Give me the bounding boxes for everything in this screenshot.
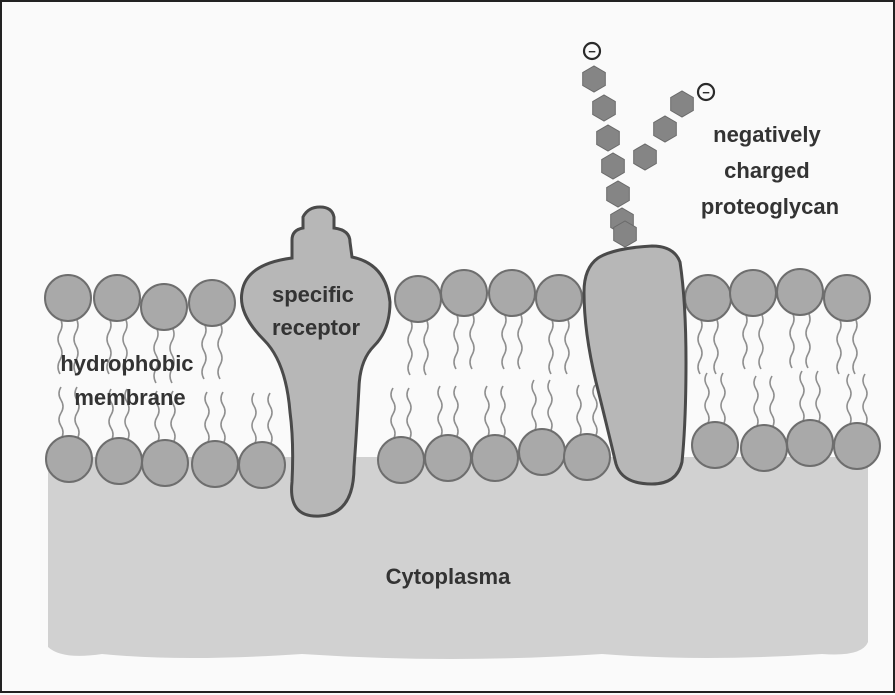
phospholipid-head [441, 270, 487, 316]
label-line: membrane [74, 385, 185, 410]
lipid-tail [391, 388, 395, 440]
phospholipid-head [425, 435, 471, 481]
lipid-tail [743, 313, 747, 369]
cytoplasma-label: Cytoplasma [386, 564, 511, 589]
proteoglycan-label: negatively charged proteoglycan [701, 122, 839, 219]
lipid-tail [754, 376, 758, 428]
phospholipid-head [378, 437, 424, 483]
label-line: charged [724, 158, 810, 183]
sugar-hexagon [607, 181, 630, 207]
lipid-tail [485, 386, 489, 438]
phospholipid-head [239, 442, 285, 488]
lipid-tail [424, 319, 428, 375]
sugar-hexagon [593, 95, 616, 121]
lipid-tail [454, 386, 458, 438]
phospholipid-head [489, 270, 535, 316]
lipid-tail [548, 380, 552, 432]
lipid-tail [790, 312, 794, 368]
sugar-hexagon [602, 153, 625, 179]
lipid-tail [202, 323, 206, 379]
lipid-tail [698, 318, 702, 374]
lipid-tail [454, 313, 458, 369]
lipid-tail [800, 371, 804, 423]
label-line: specific [272, 282, 354, 307]
lipid-tail [205, 392, 209, 444]
phospholipid-head [536, 275, 582, 321]
phospholipid-head [96, 438, 142, 484]
lipid-tail [218, 323, 222, 379]
proteoglycan-sugar-chain [583, 66, 694, 247]
phospholipid-head [395, 276, 441, 322]
phospholipid-head [192, 441, 238, 487]
phospholipid-head [777, 269, 823, 315]
sugar-hexagon [671, 91, 694, 117]
lipid-tail [806, 312, 810, 368]
phospholipid-head [45, 275, 91, 321]
phospholipid-head [824, 275, 870, 321]
hydrophobic-membrane-label: hydrophobic membrane [60, 351, 199, 410]
cytoplasm-region [48, 457, 868, 659]
phospholipid-head [472, 435, 518, 481]
lipid-tail [847, 374, 851, 426]
lipid-tail [721, 373, 725, 425]
phospholipid-head [787, 420, 833, 466]
svg-text:−: − [702, 85, 710, 100]
lipid-tail [593, 385, 597, 437]
phospholipid-head [685, 275, 731, 321]
lipid-tail [501, 386, 505, 438]
lipid-tail [221, 392, 225, 444]
lipid-tail [408, 319, 412, 375]
lipid-tail [759, 313, 763, 369]
negative-charge-icon: − [698, 84, 714, 100]
lipid-tail [565, 318, 569, 374]
lipid-tail [705, 373, 709, 425]
lipid-tail [577, 385, 581, 437]
phospholipid-head [692, 422, 738, 468]
lipid-tail [438, 386, 442, 438]
lipid-tail [770, 376, 774, 428]
lipid-tail [268, 393, 272, 445]
sugar-hexagon [654, 116, 677, 142]
lipid-tail [837, 318, 841, 374]
phospholipid-head [189, 280, 235, 326]
label-line: receptor [272, 315, 360, 340]
sugar-hexagon [634, 144, 657, 170]
phospholipid-head [519, 429, 565, 475]
lipid-tail [470, 313, 474, 369]
lipid-tail [518, 313, 522, 369]
phospholipid-head [730, 270, 776, 316]
lipid-tail [714, 318, 718, 374]
lipid-tail [816, 371, 820, 423]
phospholipid-head [141, 284, 187, 330]
lipid-tail [252, 393, 256, 445]
sugar-hexagon [597, 125, 620, 151]
label-line: negatively [713, 122, 821, 147]
lipid-tail [549, 318, 553, 374]
lipid-tail [502, 313, 506, 369]
lipid-tail [407, 388, 411, 440]
label-line: hydrophobic [60, 351, 193, 376]
phospholipid-head [741, 425, 787, 471]
sugar-hexagon [583, 66, 606, 92]
lipid-tail [863, 374, 867, 426]
phospholipid-head [564, 434, 610, 480]
phospholipid-head [46, 436, 92, 482]
lipid-tail [532, 380, 536, 432]
label-line: proteoglycan [701, 194, 839, 219]
phospholipid-head [94, 275, 140, 321]
lipid-tails [58, 312, 867, 445]
lipid-tail [59, 387, 63, 439]
phospholipid-head [142, 440, 188, 486]
negative-charge-icon: − [584, 43, 600, 59]
phospholipid-head [834, 423, 880, 469]
svg-text:−: − [588, 44, 596, 59]
lipid-tail [853, 318, 857, 374]
